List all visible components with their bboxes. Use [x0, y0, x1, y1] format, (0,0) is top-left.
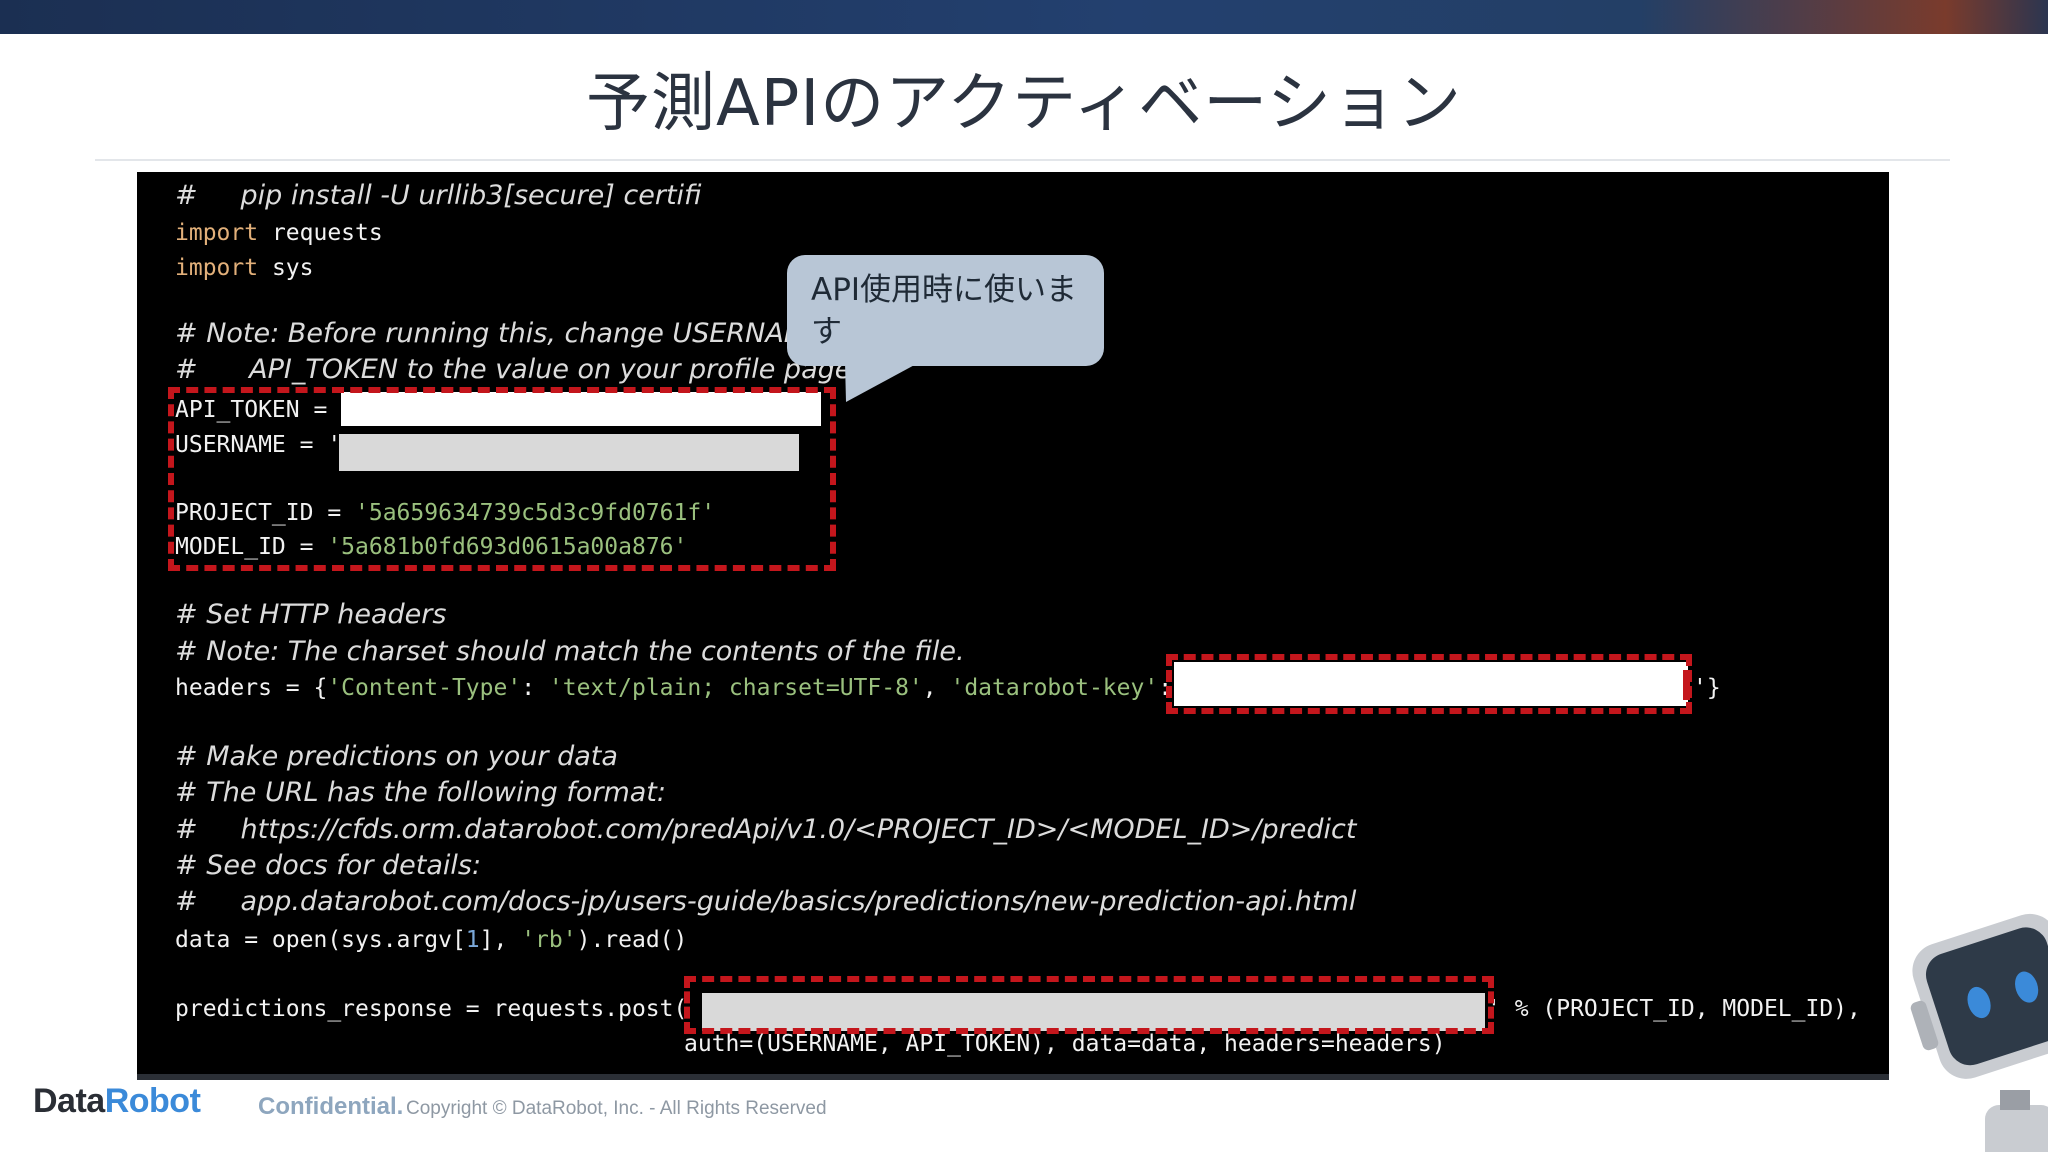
- string-literal: 'datarobot-key': [950, 675, 1159, 701]
- code-comment-url: # https://cfds.orm.datarobot.com/predApi…: [175, 814, 1357, 845]
- code-text: ).read(): [576, 927, 688, 953]
- copyright-text: Copyright © DataRobot, Inc. - All Rights…: [406, 1098, 827, 1119]
- username-redaction: [339, 434, 799, 471]
- logo-robot: Robot: [104, 1082, 201, 1120]
- number-literal: 1: [465, 927, 480, 953]
- logo-data: Data: [33, 1082, 105, 1120]
- code-comment-docs: # See docs for details:: [175, 850, 482, 881]
- code-text: requests: [258, 220, 383, 246]
- top-banner: [0, 0, 2048, 34]
- code-comment-note-username: # Note: Before running this, change USER…: [175, 318, 825, 349]
- slide-title: 予測APIのアクティベーション: [586, 67, 1462, 141]
- api-token-redaction: [341, 392, 821, 426]
- code-text: headers = {: [175, 675, 328, 701]
- confidential-label: Confidential.: [258, 1093, 404, 1120]
- callout-bubble: API使用時に使います: [787, 255, 1104, 366]
- code-text: MODEL_ID =: [175, 534, 328, 560]
- code-comment-docs-url: # app.datarobot.com/docs-jp/users-guide/…: [175, 886, 1357, 917]
- string-literal: 'Content-Type': [327, 675, 522, 701]
- code-model-id: MODEL_ID = '5a681b0fd693d0615a00a876': [175, 534, 687, 560]
- code-text: ],: [479, 927, 522, 953]
- code-username: USERNAME = ': [175, 432, 342, 458]
- code-predictions-post: predictions_response = requests.post(: [175, 996, 688, 1022]
- keyword: import: [175, 255, 259, 281]
- code-text: PROJECT_ID =: [175, 500, 356, 526]
- code-headers-end: '}: [1693, 675, 1721, 701]
- code-api-token: API_TOKEN =: [175, 397, 342, 423]
- code-import-requests: import requests: [175, 220, 383, 246]
- code-project-id: PROJECT_ID = '5a659634739c5d3c9fd0761f': [175, 500, 715, 526]
- code-panel-strip: [137, 1074, 1889, 1080]
- code-import-sys: import sys: [175, 255, 313, 281]
- credentials-highlight-box: [168, 387, 836, 571]
- code-comment-predictions: # Make predictions on your data: [175, 741, 618, 772]
- keyword: import: [175, 220, 259, 246]
- robot-mascot-icon: [1910, 913, 2048, 1152]
- string-literal: '5a681b0fd693d0615a00a876': [327, 534, 688, 560]
- code-text: :: [521, 675, 549, 701]
- datarobot-logo: DataRobot: [33, 1082, 201, 1121]
- string-literal: 'rb': [521, 927, 577, 953]
- title-divider: [95, 159, 1950, 161]
- url-redaction: [702, 993, 1485, 1031]
- datarobot-key-highlight-box: [1166, 654, 1692, 714]
- code-predictions-auth: auth=(USERNAME, API_TOKEN), data=data, h…: [684, 1031, 1446, 1057]
- url-highlight-box: [684, 976, 1494, 1034]
- datarobot-key-redaction: [1174, 662, 1688, 706]
- code-comment-api-token: # API_TOKEN to the value on your profile…: [175, 354, 852, 385]
- code-headers: headers = {'Content-Type': 'text/plain; …: [175, 675, 1172, 701]
- code-comment-charset: # Note: The charset should match the con…: [175, 636, 965, 667]
- code-comment-headers: # Set HTTP headers: [175, 599, 447, 630]
- code-text: data = open(sys.argv[: [175, 927, 466, 953]
- code-comment-url-format: # The URL has the following format:: [175, 777, 666, 808]
- code-predictions-args: ' % (PROJECT_ID, MODEL_ID),: [1487, 996, 1861, 1022]
- string-literal: 'text/plain; charset=UTF-8': [548, 675, 923, 701]
- string-literal: '5a659634739c5d3c9fd0761f': [355, 500, 716, 526]
- code-comment-pip: # pip install -U urllib3[secure] certifi: [175, 180, 702, 211]
- code-text: ,: [922, 675, 951, 701]
- code-text: sys: [258, 255, 314, 281]
- code-data-open: data = open(sys.argv[1], 'rb').read(): [175, 927, 687, 953]
